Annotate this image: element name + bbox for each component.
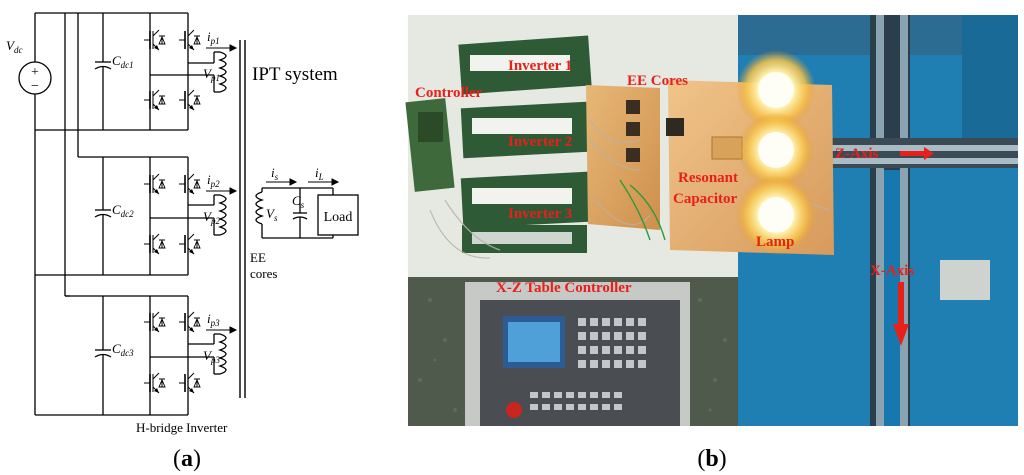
cs-label: C <box>292 193 301 208</box>
h-bridge-label: H-bridge Inverter <box>136 420 228 435</box>
cdc2-sub: dc2 <box>121 209 134 219</box>
svg-text:ip2: ip2 <box>207 172 220 189</box>
vs-label: V <box>266 206 276 221</box>
cs-sub: s <box>301 200 305 210</box>
axis-arrows <box>893 147 934 346</box>
is-sub: s <box>275 172 279 182</box>
setup-photo: Controller Inverter 1 Inverter 2 Inverte… <box>405 15 1018 426</box>
xz-table-label: X-Z Table Controller <box>496 280 632 296</box>
igbt-switches <box>143 29 201 394</box>
caption-a: (a) <box>173 446 201 472</box>
vp3-sub: p3 <box>210 355 221 365</box>
cdc1-label: C <box>112 53 121 68</box>
inverter1-label: Inverter 1 <box>508 58 572 74</box>
svg-text:Vp3: Vp3 <box>203 348 220 365</box>
circuit-diagram <box>34 12 359 416</box>
current-arrows <box>206 44 340 334</box>
ip2-label: i <box>207 172 211 187</box>
svg-text:Vp2: Vp2 <box>203 209 220 226</box>
cdc1-sub: dc1 <box>121 60 134 70</box>
inverter3-label: Inverter 3 <box>508 206 572 222</box>
vdc-label: V <box>6 38 16 53</box>
photo-labels: Controller Inverter 1 Inverter 2 Inverte… <box>415 58 914 296</box>
svg-text:Cdc3: Cdc3 <box>112 341 134 358</box>
il-label: i <box>315 165 319 180</box>
svg-text:Cdc1: Cdc1 <box>112 53 134 70</box>
svg-text:is: is <box>271 165 279 182</box>
dc-source: + − <box>18 61 52 95</box>
ip1-sub: p1 <box>210 36 220 46</box>
vdc-sub: dc <box>14 45 23 55</box>
svg-text:Vs: Vs <box>266 206 278 223</box>
vp3-label: V <box>203 348 213 363</box>
svg-text:+: + <box>31 65 39 80</box>
z-axis-label: Z-Axis <box>835 146 879 162</box>
svg-text:Cs: Cs <box>292 193 305 210</box>
resonant-line2: Capacitor <box>673 191 737 207</box>
resonant-line1: Resonant <box>678 170 738 186</box>
circuit-labels: Vdc Cdc1 Cdc2 Cdc3 ip1 ip2 ip3 Vp1 Vp2 V… <box>6 29 352 435</box>
ip1-label: i <box>207 29 211 44</box>
svg-text:iL: iL <box>315 165 324 182</box>
ee-cores-line1: EE <box>250 250 266 265</box>
vs-sub: s <box>274 213 278 223</box>
vp1-sub: p1 <box>210 73 220 83</box>
vp2-label: V <box>203 209 213 224</box>
cdc2-label: C <box>112 202 121 217</box>
inverter2-label: Inverter 2 <box>508 134 572 150</box>
is-label: i <box>271 165 275 180</box>
svg-text:−: − <box>31 79 39 94</box>
ip3-sub: p3 <box>210 318 221 328</box>
vp1-label: V <box>203 66 213 81</box>
svg-text:Cdc2: Cdc2 <box>112 202 134 219</box>
ee-cores-line2: cores <box>250 266 277 281</box>
caption-b: (b) <box>697 446 726 472</box>
ip3-label: i <box>207 311 211 326</box>
x-axis-label: X-Axis <box>870 263 914 279</box>
ipt-system-label: IPT system <box>252 64 338 85</box>
vp2-sub: p2 <box>210 216 221 226</box>
load-label: Load <box>324 210 353 225</box>
cdc3-label: C <box>112 341 121 356</box>
il-sub: L <box>318 172 324 182</box>
svg-text:Vdc: Vdc <box>6 38 22 55</box>
ee-cores-photo-label: EE Cores <box>627 73 688 89</box>
cdc3-sub: dc3 <box>121 348 134 358</box>
svg-text:ip1: ip1 <box>207 29 220 46</box>
ip2-sub: p2 <box>210 179 221 189</box>
svg-text:Vp1: Vp1 <box>203 66 220 83</box>
lamp-label: Lamp <box>756 234 794 250</box>
svg-text:ip3: ip3 <box>207 311 220 328</box>
controller-label: Controller <box>415 85 483 101</box>
